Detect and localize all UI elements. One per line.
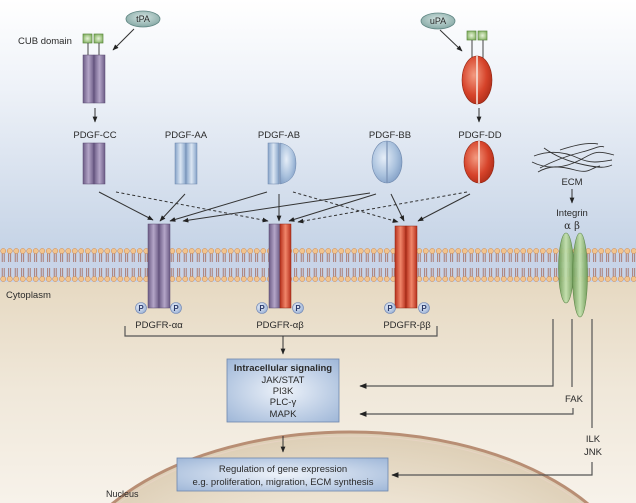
receptor-pdgfr-aa: P P [135, 223, 182, 314]
svg-text:P: P [259, 304, 265, 313]
binding-arrows [98, 191, 471, 224]
svg-text:P: P [138, 304, 144, 313]
signaling-item: MAPK [270, 409, 298, 420]
arrow-bb-to-aa [182, 192, 371, 223]
ecm-label: ECM [561, 177, 582, 188]
receptor-label-pdgfr-ab: PDGFR-αβ [256, 320, 304, 331]
arrow-aa-to-aa [159, 193, 186, 222]
cub-domain-label: CUB domain [18, 36, 72, 47]
latent-pdgf-cc [82, 33, 106, 104]
svg-text:P: P [173, 304, 179, 313]
arrow-cc-to-ab [115, 191, 269, 223]
jnk-label: JNK [584, 447, 603, 458]
signaling-item: JAK/STAT [262, 375, 305, 386]
svg-text:P: P [421, 304, 427, 313]
arrow-bb-to-bb [390, 193, 405, 222]
ilk-label: ILK [586, 434, 601, 445]
receptor-label-pdgfr-aa: PDGFR-αα [135, 320, 183, 331]
receptor-pdgfr-bb: P P [384, 225, 430, 314]
ligand-pdgf-aa [174, 142, 198, 185]
ligand-pdgf-dd [463, 140, 495, 184]
ligand-pdgf-bb [371, 140, 403, 184]
phosphate-icon: P [170, 302, 182, 314]
extracellular-space [0, 0, 636, 252]
receptor-bracket [124, 326, 438, 337]
phosphate-icon: P [418, 302, 430, 314]
latent-pdgf-dd [461, 30, 493, 105]
signaling-item: PI3K [273, 386, 294, 397]
receptor-label-pdgfr-bb: PDGFR-ββ [383, 320, 431, 331]
signaling-title: Intracellular signaling [234, 363, 332, 374]
integrin-label: Integrin [556, 208, 588, 219]
cell-membrane [0, 248, 636, 282]
ligand-label-pdgf-bb: PDGF-BB [369, 130, 411, 141]
signaling-item: PLC-γ [270, 397, 297, 408]
phosphate-icon: P [135, 302, 147, 314]
arrow-cc-to-aa [98, 191, 154, 221]
tpa-label: tPA [136, 14, 150, 24]
receptor-pdgfr-ab: P P [256, 223, 304, 314]
integrin-subunits-label: α β [564, 221, 580, 232]
arrow-bb-to-ab [288, 193, 377, 222]
svg-text:P: P [387, 304, 393, 313]
fak-label: FAK [565, 394, 584, 405]
ligand-pdgf-cc [82, 142, 106, 185]
arrow-dd-to-bb [417, 193, 471, 222]
ligand-label-pdgf-cc: PDGF-CC [73, 130, 116, 141]
arrow-dd-to-ab [297, 191, 468, 224]
phosphate-icon: P [292, 302, 304, 314]
svg-text:P: P [295, 304, 301, 313]
gene-regulation-line1: Regulation of gene expression [219, 464, 347, 475]
ecm-fibers-icon [531, 143, 615, 173]
phosphate-icon: P [256, 302, 268, 314]
ligand-pdgf-ab [267, 142, 297, 185]
ligand-label-pdgf-ab: PDGF-AB [258, 130, 300, 141]
gene-regulation-line2: e.g. proliferation, migration, ECM synth… [192, 477, 373, 488]
ligand-label-pdgf-aa: PDGF-AA [165, 130, 208, 141]
cytoplasm-label: Cytoplasm [6, 290, 51, 301]
nucleus-label: Nucleus [106, 489, 139, 499]
arrow-ab-to-aa [169, 191, 268, 222]
upa-label: uPA [430, 16, 446, 26]
upa-arrow [439, 29, 463, 52]
ligand-label-pdgf-dd: PDGF-DD [458, 130, 501, 141]
upa-protease: uPA [420, 12, 456, 30]
tpa-protease: tPA [125, 10, 161, 28]
phosphate-icon: P [384, 302, 396, 314]
integrin-signaling-lines: FAK ILK JNK [359, 319, 603, 478]
arrow-ab-to-bb [292, 191, 399, 223]
intracellular-signaling-box: Intracellular signaling JAK/STAT PI3K PL… [226, 358, 340, 423]
tpa-arrow [112, 28, 135, 51]
integrin-receptor [558, 232, 588, 318]
gene-regulation-box: Regulation of gene expression e.g. proli… [176, 457, 389, 492]
